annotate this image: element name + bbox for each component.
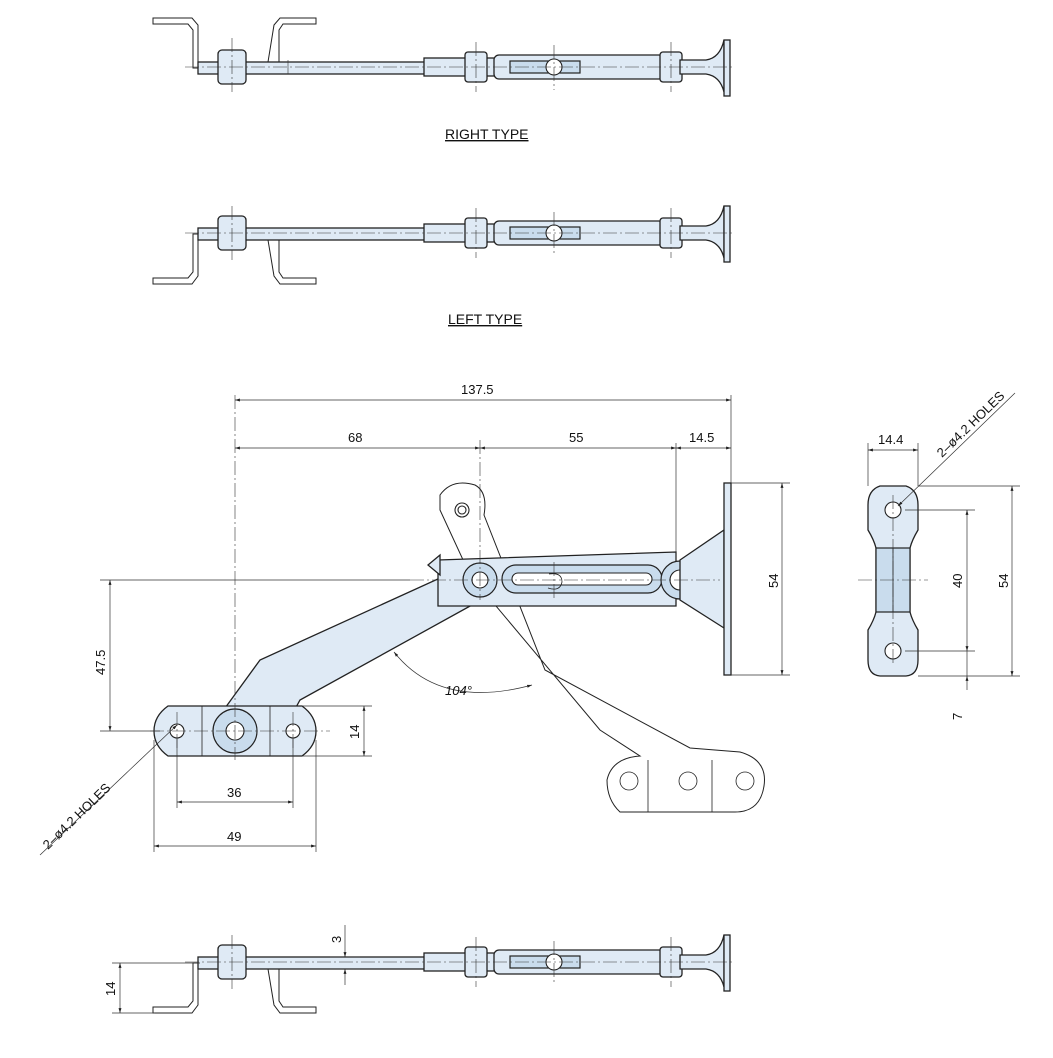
dim-overall-length: 137.5: [461, 382, 494, 397]
bottom-side-view: 3 14: [103, 925, 735, 1014]
dim-bracket-offset: 14.5: [689, 430, 714, 445]
left-type-label: LEFT TYPE: [448, 311, 522, 327]
dim-side-edge: 7: [950, 713, 965, 720]
dim-slot-length: 55: [569, 430, 583, 445]
dim-bracket-height: 54: [766, 574, 781, 588]
dim-height-to-slot: 47.5: [93, 650, 108, 675]
dim-pivot-offset: 68: [348, 430, 362, 445]
left-type-view: LEFT TYPE: [152, 205, 735, 327]
dim-side-hole-pitch: 40: [950, 574, 965, 588]
dim-side-height: 54: [996, 574, 1011, 588]
dim-hole-pitch: 36: [227, 785, 241, 800]
dim-bottom-height: 14: [103, 982, 118, 996]
dim-side-width: 14.4: [878, 432, 903, 447]
dim-open-angle: 104°: [445, 683, 472, 698]
dim-base-length: 49: [227, 829, 241, 844]
right-type-view: RIGHT TYPE: [152, 17, 735, 142]
dim-base-width: 14: [347, 725, 362, 739]
dim-holes-right: 2–ø4.2 HOLES: [934, 388, 1008, 460]
dim-thickness: 3: [329, 936, 344, 943]
bracket-side-view: 14.4 2–ø4.2 HOLES 40 54 7: [858, 388, 1020, 720]
right-type-label: RIGHT TYPE: [445, 126, 529, 142]
dim-holes-left: 2–ø4.2 HOLES: [40, 780, 114, 852]
front-view: 137.5 68 55 14.5 54 47.5 14 36 49: [40, 382, 790, 856]
